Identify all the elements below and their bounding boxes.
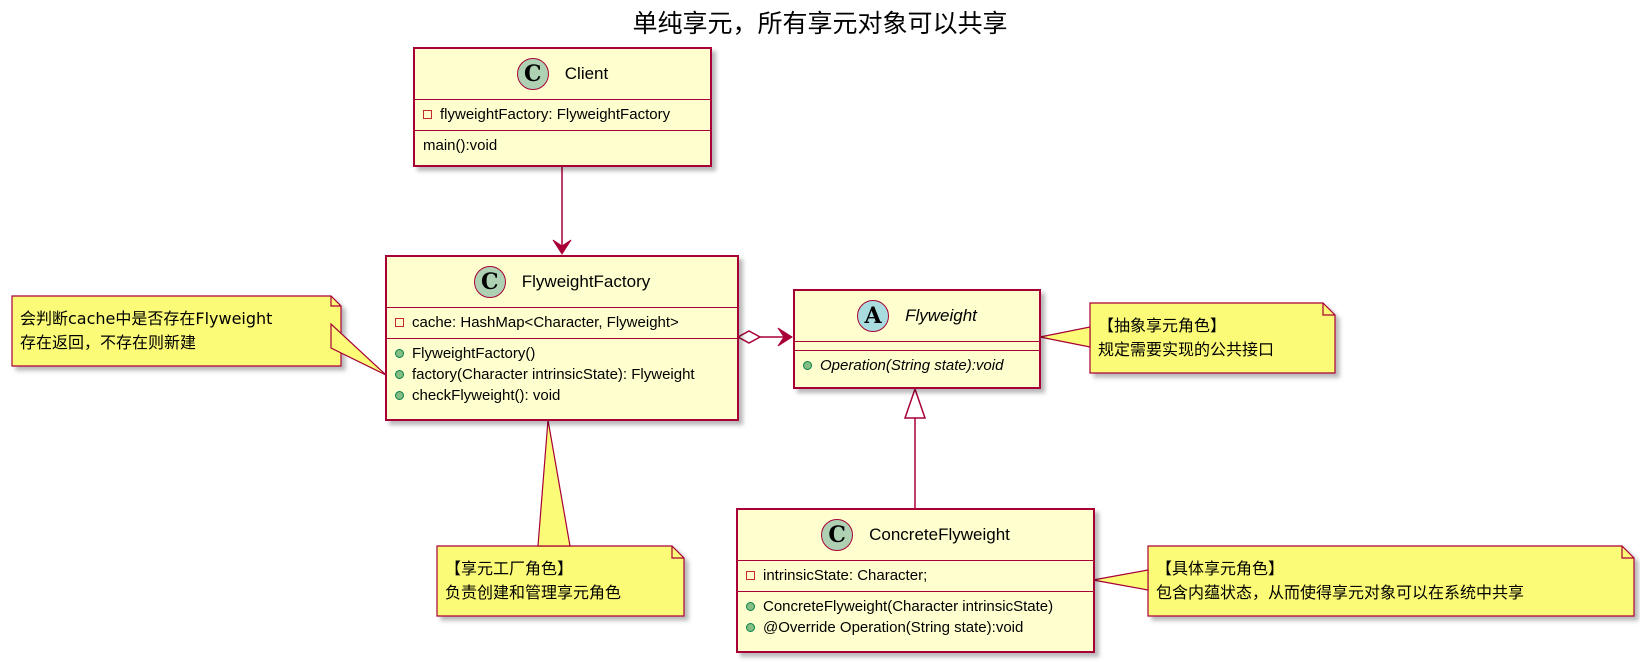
method-row: factory(Character intrinsicState): Flywe… bbox=[395, 364, 729, 385]
method-section: main():void bbox=[415, 130, 710, 161]
note-concrete-role-text: 【具体享元角色】 包含内蕴状态，从而使得享元对象可以在系统中共享 bbox=[1156, 557, 1524, 605]
note-line: 【具体享元角色】 bbox=[1156, 559, 1285, 578]
attribute-section: flyweightFactory: FlyweightFactory bbox=[415, 99, 710, 130]
public-visibility-icon bbox=[395, 370, 404, 379]
note-factory-role bbox=[436, 419, 685, 617]
note-line: 包含内蕴状态，从而使得享元对象可以在系统中共享 bbox=[1156, 583, 1525, 602]
class-client[interactable]: C Client flyweightFactory: FlyweightFact… bbox=[413, 47, 712, 167]
class-name: FlyweightFactory bbox=[521, 272, 651, 291]
note-abstract-role bbox=[1039, 302, 1336, 374]
note-factory-role-text: 【享元工厂角色】 负责创建和管理享元角色 bbox=[445, 557, 621, 605]
attribute-row: cache: HashMap<Character, Flyweight> bbox=[395, 312, 729, 333]
note-line: 【享元工厂角色】 bbox=[445, 559, 574, 578]
public-visibility-icon bbox=[746, 623, 755, 632]
class-name: ConcreteFlyweight bbox=[869, 525, 1010, 544]
note-line: 存在返回，不存在则新建 bbox=[20, 333, 197, 352]
class-concrete-flyweight[interactable]: C ConcreteFlyweight intrinsicState: Char… bbox=[736, 508, 1095, 653]
method-row: @Override Operation(String state):void bbox=[746, 617, 1085, 638]
method-section: FlyweightFactory() factory(Character int… bbox=[387, 338, 737, 411]
method-section: ConcreteFlyweight(Character intrinsicSta… bbox=[738, 591, 1093, 643]
relation-factory-flyweight bbox=[736, 327, 793, 347]
class-flyweight[interactable]: A Flyweight Operation(String state):void bbox=[793, 289, 1041, 389]
note-cache bbox=[11, 295, 387, 376]
private-visibility-icon bbox=[395, 318, 404, 327]
class-stereotype-icon: C bbox=[516, 58, 549, 90]
private-visibility-icon bbox=[423, 110, 432, 119]
method-row: ConcreteFlyweight(Character intrinsicSta… bbox=[746, 596, 1085, 617]
method-row: Operation(String state):void bbox=[803, 355, 1031, 376]
method-row: main():void bbox=[423, 137, 498, 154]
method-section: Operation(String state):void bbox=[795, 350, 1039, 381]
class-flyweight-factory[interactable]: C FlyweightFactory cache: HashMap<Charac… bbox=[385, 255, 739, 421]
class-name: Client bbox=[564, 64, 609, 83]
public-visibility-icon bbox=[746, 602, 755, 611]
attribute-section: cache: HashMap<Character, Flyweight> bbox=[387, 307, 737, 338]
class-stereotype-icon: C bbox=[821, 519, 854, 551]
note-concrete-role bbox=[1092, 545, 1635, 617]
attribute-row: intrinsicState: Character; bbox=[746, 565, 1085, 586]
diagram-title: 单纯享元，所有享元对象可以共享 bbox=[632, 9, 1008, 38]
method-row: FlyweightFactory() bbox=[395, 343, 729, 364]
abstract-stereotype-icon: A bbox=[857, 300, 890, 332]
class-header: C FlyweightFactory bbox=[387, 257, 737, 307]
note-abstract-role-text: 【抽象享元角色】 规定需要实现的公共接口 bbox=[1098, 314, 1274, 362]
class-header: C Client bbox=[415, 49, 710, 99]
attribute-row: flyweightFactory: FlyweightFactory bbox=[423, 104, 702, 125]
class-name: Flyweight bbox=[905, 306, 977, 325]
note-line: 【抽象享元角色】 bbox=[1098, 316, 1227, 335]
attribute-section: intrinsicState: Character; bbox=[738, 560, 1093, 591]
public-visibility-icon bbox=[395, 391, 404, 400]
method-row: checkFlyweight(): void bbox=[395, 385, 729, 406]
private-visibility-icon bbox=[746, 571, 755, 580]
class-header: C ConcreteFlyweight bbox=[738, 510, 1093, 560]
public-visibility-icon bbox=[803, 361, 812, 370]
note-line: 负责创建和管理享元角色 bbox=[445, 583, 622, 602]
note-line: 会判断cache中是否存在Flyweight bbox=[20, 309, 273, 328]
note-line: 规定需要实现的公共接口 bbox=[1098, 340, 1275, 359]
relation-client-factory bbox=[552, 166, 572, 255]
public-visibility-icon bbox=[395, 349, 404, 358]
attribute-section bbox=[795, 341, 1039, 350]
class-header: A Flyweight bbox=[795, 291, 1039, 341]
note-cache-text: 会判断cache中是否存在Flyweight 存在返回，不存在则新建 bbox=[20, 307, 272, 355]
relation-concrete-flyweight bbox=[903, 386, 927, 508]
class-stereotype-icon: C bbox=[473, 266, 506, 298]
